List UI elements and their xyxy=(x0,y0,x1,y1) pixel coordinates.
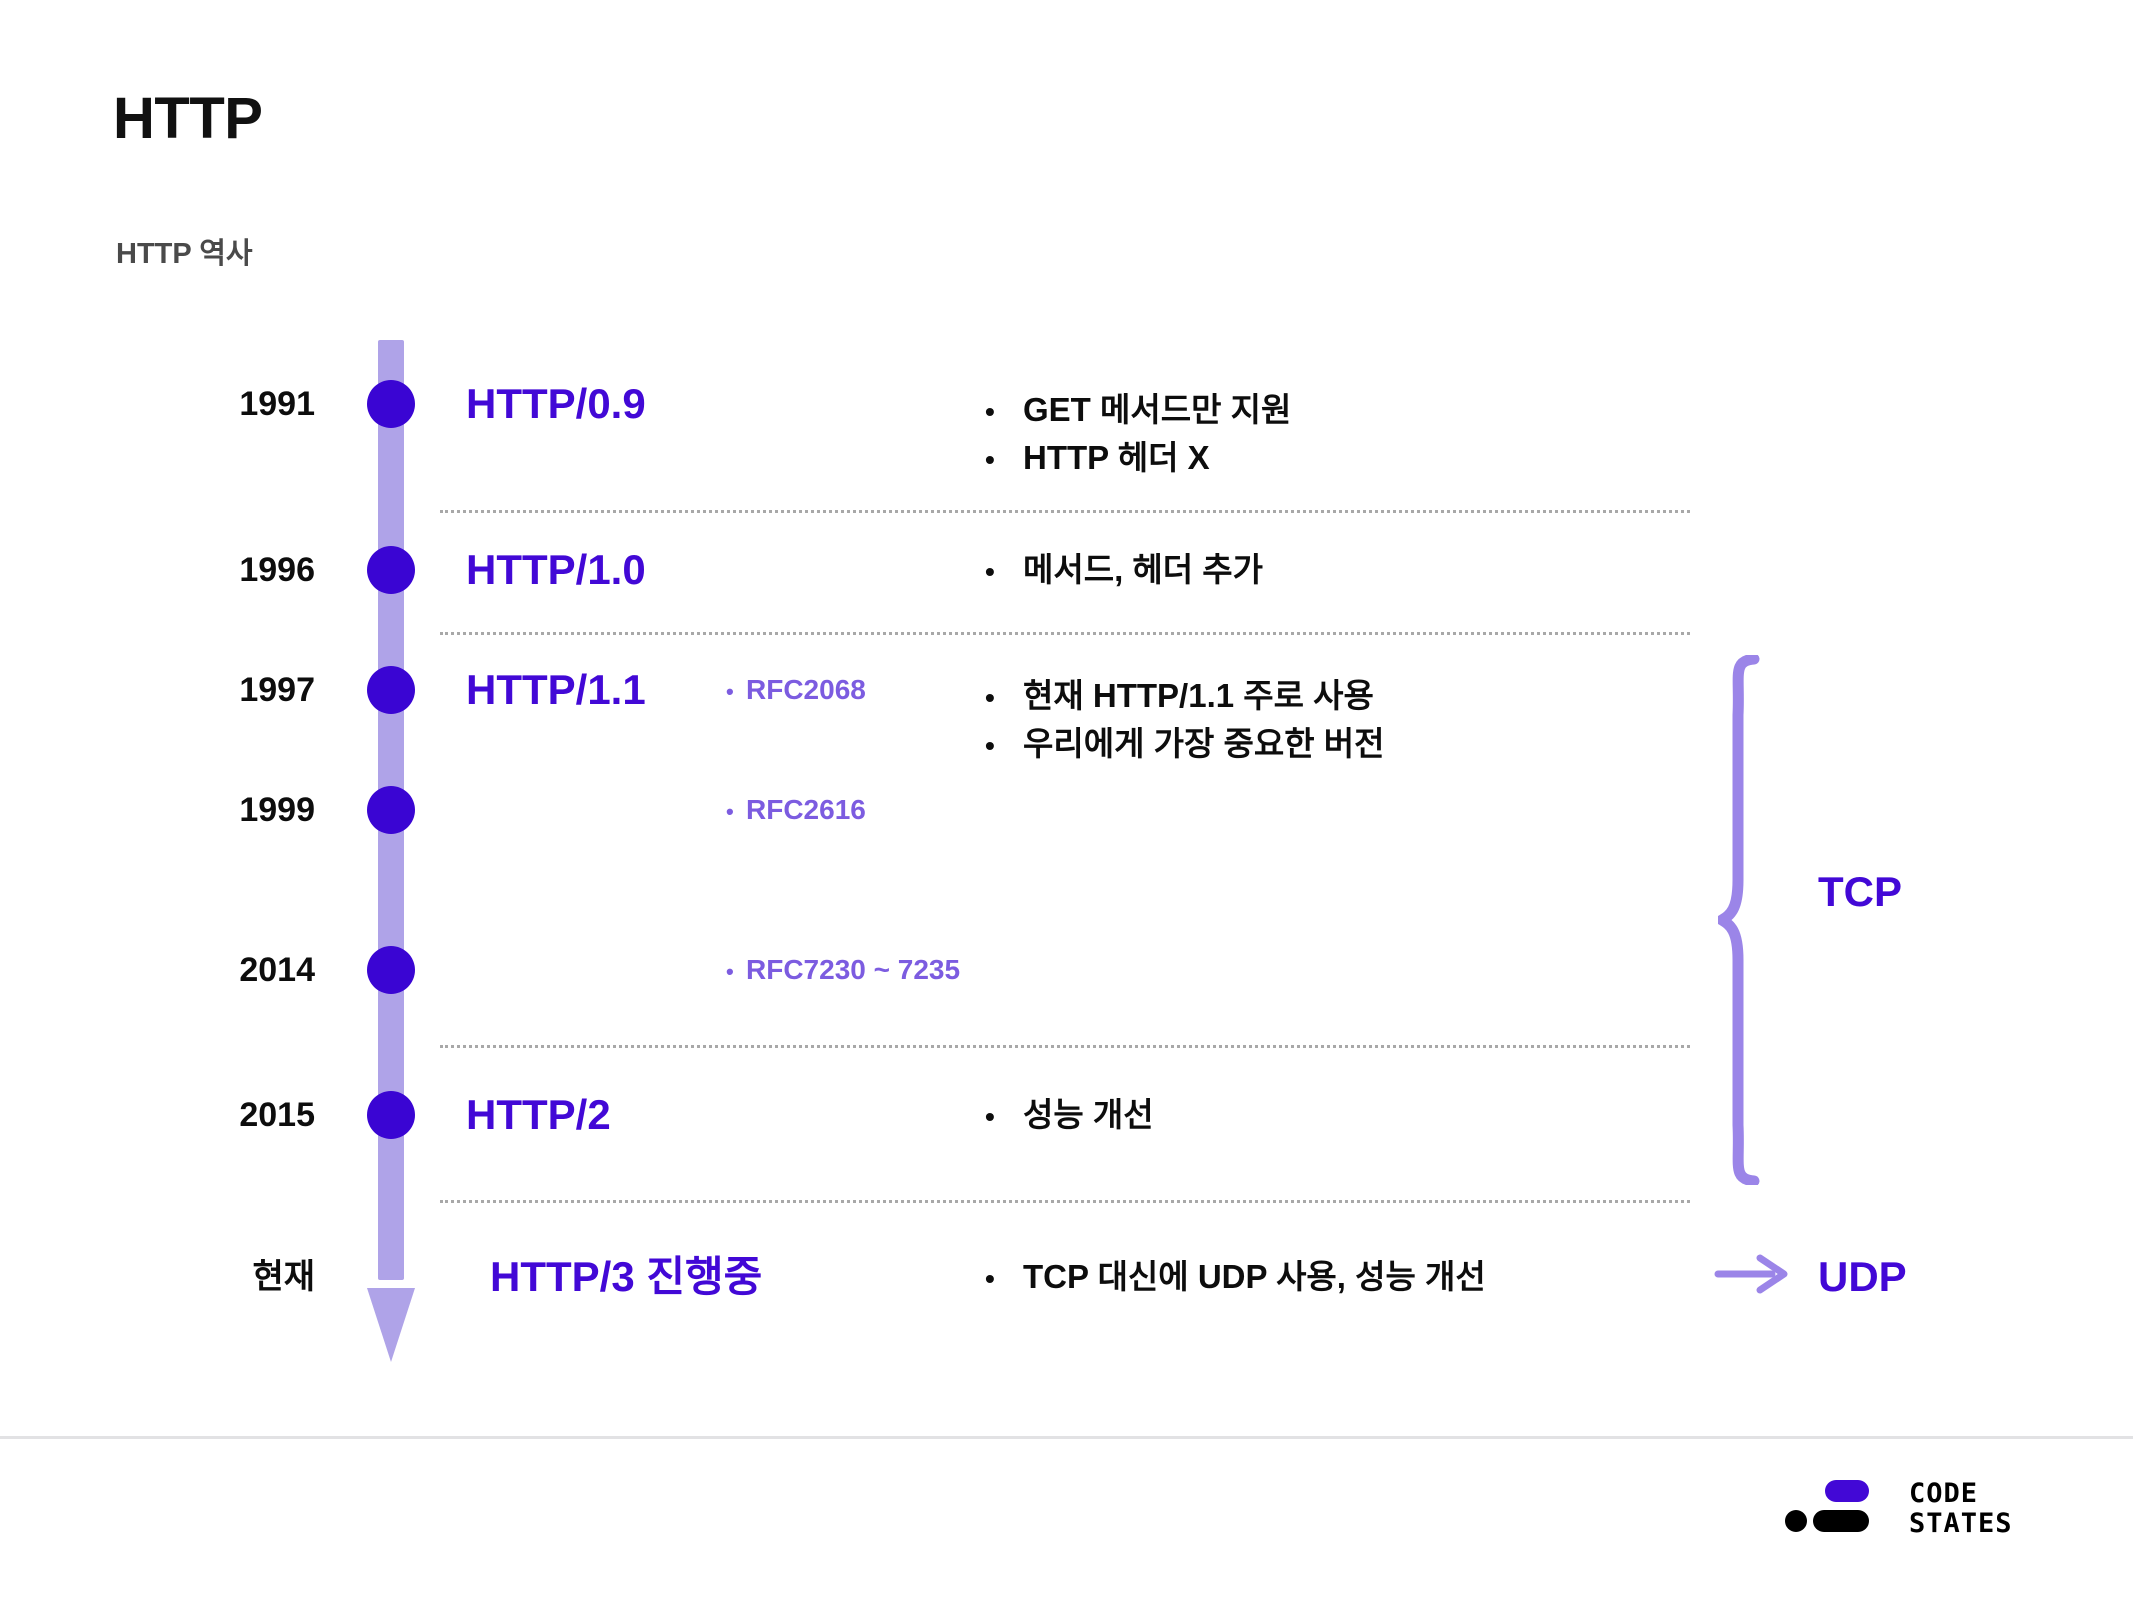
timeline-year-current: 현재 xyxy=(252,1258,315,1296)
timeline-year-1996: 1996 xyxy=(239,551,315,589)
list-item: • 현재 HTTP/1.1 주로 사용 xyxy=(985,672,1384,720)
bullet-label: 성능 개선 xyxy=(1023,1096,1154,1134)
bullet-icon: • xyxy=(985,682,995,714)
row-separator-3 xyxy=(440,1045,1690,1048)
timeline-arrow-icon xyxy=(367,1288,415,1362)
timeline-year-2015: 2015 xyxy=(239,1096,315,1134)
bullet-icon: • xyxy=(726,958,734,984)
rfc-label: RFC2616 xyxy=(746,794,866,825)
list-item: • 우리에게 가장 중요한 버전 xyxy=(985,720,1384,768)
timeline-bullets-1997: • 현재 HTTP/1.1 주로 사용 • 우리에게 가장 중요한 버전 xyxy=(985,672,1384,768)
timeline-version-1991: HTTP/0.9 xyxy=(466,380,646,427)
bullet-icon: • xyxy=(985,556,995,588)
timeline-bullets-1996: • 메서드, 헤더 추가 xyxy=(985,546,1263,594)
timeline-year-1999: 1999 xyxy=(239,791,315,829)
timeline-dot-1996 xyxy=(367,546,415,594)
bullet-label: 우리에게 가장 중요한 버전 xyxy=(1023,725,1385,762)
timeline-version-http3: HTTP/3 진행중 xyxy=(490,1253,763,1300)
bullet-icon: • xyxy=(985,396,995,428)
codestates-mark-icon xyxy=(1785,1478,1887,1540)
timeline-bullets-2015: • 성능 개선 xyxy=(985,1091,1154,1139)
bullet-icon: • xyxy=(726,678,734,704)
timeline-year-2014: 2014 xyxy=(239,951,315,989)
timeline-version-2015: HTTP/2 xyxy=(466,1091,611,1138)
rfc-label: RFC7230 ~ 7235 xyxy=(746,954,961,985)
bullet-icon: • xyxy=(985,1101,995,1133)
logo-bar-black xyxy=(1813,1510,1869,1532)
page-title: HTTP xyxy=(113,86,263,151)
timeline-version-1997: HTTP/1.1 xyxy=(466,666,646,713)
page-subtitle: HTTP 역사 xyxy=(116,238,253,270)
timeline-rfc-2014: • RFC7230 ~ 7235 xyxy=(726,956,960,984)
row-separator-2 xyxy=(440,632,1690,635)
timeline-year-1997: 1997 xyxy=(239,671,315,709)
brand-line-2: STATES xyxy=(1909,1508,2013,1539)
list-item: • 성능 개선 xyxy=(985,1091,1154,1139)
row-separator-4 xyxy=(440,1200,1690,1203)
bullet-label: GET 메서드만 지원 xyxy=(1023,391,1292,429)
brand-wordmark: CODE STATES xyxy=(1909,1477,2013,1539)
timeline-bullets-1991: • GET 메서드만 지원 • HTTP 헤더 X xyxy=(985,386,1291,482)
rfc-label: RFC2068 xyxy=(746,674,866,705)
timeline-dot-1997 xyxy=(367,666,415,714)
timeline-year-1991: 1991 xyxy=(239,385,315,423)
bullet-icon: • xyxy=(985,730,995,761)
row-separator-1 xyxy=(440,510,1690,513)
timeline-bullets-current: • TCP 대신에 UDP 사용, 성능 개선 xyxy=(985,1253,1486,1301)
udp-label: UDP xyxy=(1818,1253,1907,1300)
timeline-version-1996: HTTP/1.0 xyxy=(466,546,646,593)
logo-dot-black xyxy=(1785,1510,1807,1532)
timeline-dot-1999 xyxy=(367,786,415,834)
bullet-label: 메서드, 헤더 추가 xyxy=(1023,551,1264,589)
list-item: • GET 메서드만 지원 xyxy=(985,386,1291,434)
tcp-label: TCP xyxy=(1818,868,1902,915)
list-item: • 메서드, 헤더 추가 xyxy=(985,546,1263,594)
list-item: • TCP 대신에 UDP 사용, 성능 개선 xyxy=(985,1253,1486,1301)
timeline-rfc-1999: • RFC2616 xyxy=(726,796,866,824)
timeline-rfc-1997: • RFC2068 xyxy=(726,676,866,704)
bullet-label: 현재 HTTP/1.1 주로 사용 xyxy=(1023,677,1374,715)
bullet-icon: • xyxy=(985,1263,995,1295)
arrow-right-icon xyxy=(1714,1254,1788,1294)
tcp-brace-icon xyxy=(1718,655,1760,1185)
list-item: • HTTP 헤더 X xyxy=(985,434,1291,482)
bullet-label: HTTP 헤더 X xyxy=(1023,439,1210,476)
bullet-icon: • xyxy=(985,444,995,475)
timeline-dot-1991 xyxy=(367,380,415,428)
bullet-icon: • xyxy=(726,798,734,824)
bullet-label: TCP 대신에 UDP 사용, 성능 개선 xyxy=(1023,1258,1486,1296)
timeline-dot-2015 xyxy=(367,1091,415,1139)
logo-bar-purple xyxy=(1825,1480,1869,1502)
brand-line-1: CODE xyxy=(1909,1477,1979,1509)
brand-logo: CODE STATES xyxy=(1785,1478,2013,1540)
footer-divider xyxy=(0,1436,2133,1439)
timeline-dot-2014 xyxy=(367,946,415,994)
